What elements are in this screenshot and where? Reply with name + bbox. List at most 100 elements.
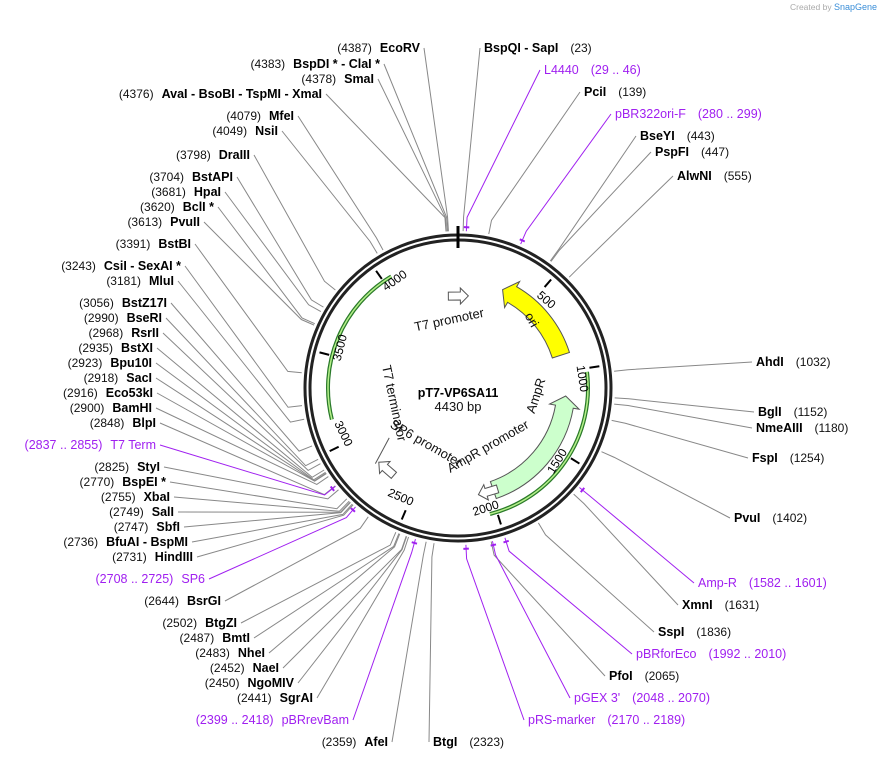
site-name[interactable]: SalI — [152, 505, 174, 519]
site-name[interactable]: AvaI - BsoBI - TspMI - XmaI — [162, 87, 322, 101]
site-name[interactable]: pBRforEco — [636, 647, 696, 661]
site-label-left[interactable]: SmaI(4378) — [301, 72, 374, 86]
site-name[interactable]: CsiI - SexAI * — [104, 259, 181, 273]
site-label-right[interactable]: pBRforEco(1992 .. 2010) — [636, 647, 786, 661]
site-label-left[interactable]: DraIII(3798) — [176, 148, 250, 162]
site-name[interactable]: HindIII — [155, 550, 193, 564]
site-name[interactable]: BspEI * — [122, 475, 166, 489]
site-label-right[interactable]: BseYI(443) — [640, 129, 715, 143]
site-label-right[interactable]: pGEX 3'(2048 .. 2070) — [574, 691, 710, 705]
site-label-right[interactable]: L4440(29 .. 46) — [544, 63, 641, 77]
site-label-left[interactable]: CsiI - SexAI *(3243) — [61, 259, 181, 273]
site-label-left[interactable]: BspEI *(2770) — [80, 475, 167, 489]
site-name[interactable]: RsrII — [131, 326, 159, 340]
site-name[interactable]: NgoMIV — [247, 676, 294, 690]
site-name[interactable]: NheI — [238, 646, 265, 660]
site-name[interactable]: PvuII — [170, 215, 200, 229]
site-label-left[interactable]: XbaI(2755) — [101, 490, 170, 504]
site-name[interactable]: BspQI - SapI — [484, 41, 558, 55]
site-name[interactable]: XmnI — [682, 598, 713, 612]
site-label-left[interactable]: AvaI - BsoBI - TspMI - XmaI(4376) — [119, 87, 322, 101]
site-label-right[interactable]: Amp-R(1582 .. 1601) — [698, 576, 827, 590]
site-label-right[interactable]: PvuI(1402) — [734, 511, 807, 525]
site-name[interactable]: AhdI — [756, 355, 784, 369]
site-label-left[interactable]: PvuII(3613) — [127, 215, 200, 229]
site-label-right[interactable]: BtgI(2323) — [433, 735, 504, 749]
site-label-left[interactable]: StyI(2825) — [94, 460, 160, 474]
site-label-right[interactable]: pBR322ori-F(280 .. 299) — [615, 107, 762, 121]
site-label-right[interactable]: PciI(139) — [584, 85, 646, 99]
site-name[interactable]: PspFI — [655, 145, 689, 159]
site-name[interactable]: FspI — [752, 451, 778, 465]
site-name[interactable]: BstBI — [158, 237, 191, 251]
site-label-left[interactable]: BclI *(3620) — [140, 200, 214, 214]
site-name[interactable]: SbfI — [156, 520, 180, 534]
site-name[interactable]: BseRI — [127, 311, 162, 325]
site-name[interactable]: BseYI — [640, 129, 675, 143]
site-name[interactable]: Bpu10I — [110, 356, 152, 370]
site-name[interactable]: AlwNI — [677, 169, 712, 183]
site-name[interactable]: L4440 — [544, 63, 579, 77]
site-label-left[interactable]: HpaI(3681) — [151, 185, 221, 199]
site-name[interactable]: PciI — [584, 85, 606, 99]
site-label-left[interactable]: BamHI(2900) — [70, 401, 152, 415]
site-label-left[interactable]: HindIII(2731) — [112, 550, 193, 564]
site-label-left[interactable]: BmtI(2487) — [180, 631, 250, 645]
ampr-promoter-arrow[interactable] — [476, 481, 500, 502]
site-label-left[interactable]: Bpu10I(2923) — [68, 356, 152, 370]
site-name[interactable]: PvuI — [734, 511, 760, 525]
site-name[interactable]: BfuAI - BspMI — [106, 535, 188, 549]
site-label-left[interactable]: NheI(2483) — [195, 646, 265, 660]
ampr-feature-arrow[interactable] — [489, 395, 581, 500]
site-label-right[interactable]: SspI(1836) — [658, 625, 731, 639]
site-label-left[interactable]: BstBI(3391) — [116, 237, 191, 251]
site-name[interactable]: Eco53kI — [106, 386, 153, 400]
ori-feature-arrow[interactable] — [502, 280, 571, 359]
site-name[interactable]: AfeI — [364, 735, 388, 749]
site-name[interactable]: BspDI * - ClaI * — [293, 57, 380, 71]
site-name[interactable]: BamHI — [112, 401, 152, 415]
site-label-right[interactable]: PfoI(2065) — [609, 669, 679, 683]
site-name[interactable]: BclI * — [183, 200, 214, 214]
site-name[interactable]: HpaI — [194, 185, 221, 199]
site-label-left[interactable]: EcoRV(4387) — [337, 41, 420, 55]
site-label-left[interactable]: BstZ17I(3056) — [79, 296, 167, 310]
site-label-right[interactable]: FspI(1254) — [752, 451, 824, 465]
site-name[interactable]: SP6 — [181, 572, 205, 586]
site-label-right[interactable]: AlwNI(555) — [677, 169, 752, 183]
site-label-right[interactable]: NmeAIII(1180) — [756, 421, 848, 435]
site-label-right[interactable]: PspFI(447) — [655, 145, 729, 159]
site-name[interactable]: pRS-marker — [528, 713, 595, 727]
t7-promoter-arrow[interactable] — [447, 286, 470, 306]
site-name[interactable]: MfeI — [269, 109, 294, 123]
site-name[interactable]: BtgZI — [205, 616, 237, 630]
site-label-right[interactable]: XmnI(1631) — [682, 598, 759, 612]
site-label-right[interactable]: pRS-marker(2170 .. 2189) — [528, 713, 685, 727]
site-name[interactable]: SspI — [658, 625, 684, 639]
site-name[interactable]: BstZ17I — [122, 296, 167, 310]
site-label-left[interactable]: NgoMIV(2450) — [205, 676, 295, 690]
site-label-left[interactable]: BfuAI - BspMI(2736) — [63, 535, 188, 549]
site-label-left[interactable]: RsrII(2968) — [89, 326, 159, 340]
site-label-left[interactable]: BsrGI(2644) — [144, 594, 221, 608]
site-name[interactable]: BlpI — [132, 416, 156, 430]
site-name[interactable]: pGEX 3' — [574, 691, 620, 705]
site-label-left[interactable]: SbfI(2747) — [114, 520, 180, 534]
site-name[interactable]: NaeI — [253, 661, 279, 675]
site-name[interactable]: PfoI — [609, 669, 633, 683]
site-name[interactable]: Amp-R — [698, 576, 737, 590]
site-name[interactable]: MluI — [149, 274, 174, 288]
site-name[interactable]: BstXI — [121, 341, 153, 355]
site-name[interactable]: SacI — [126, 371, 152, 385]
site-name[interactable]: XbaI — [144, 490, 170, 504]
site-name[interactable]: StyI — [137, 460, 160, 474]
site-label-right[interactable]: BglI(1152) — [758, 405, 827, 419]
site-label-left[interactable]: MluI(3181) — [106, 274, 174, 288]
site-name[interactable]: pBR322ori-F — [615, 107, 686, 121]
site-name[interactable]: EcoRV — [380, 41, 421, 55]
site-name[interactable]: BstAPI — [192, 170, 233, 184]
site-label-left[interactable]: SgrAI(2441) — [237, 691, 313, 705]
site-label-left[interactable]: pBRrevBam(2399 .. 2418) — [196, 713, 349, 727]
site-label-left[interactable]: BstAPI(3704) — [149, 170, 233, 184]
site-label-left[interactable]: BstXI(2935) — [78, 341, 153, 355]
